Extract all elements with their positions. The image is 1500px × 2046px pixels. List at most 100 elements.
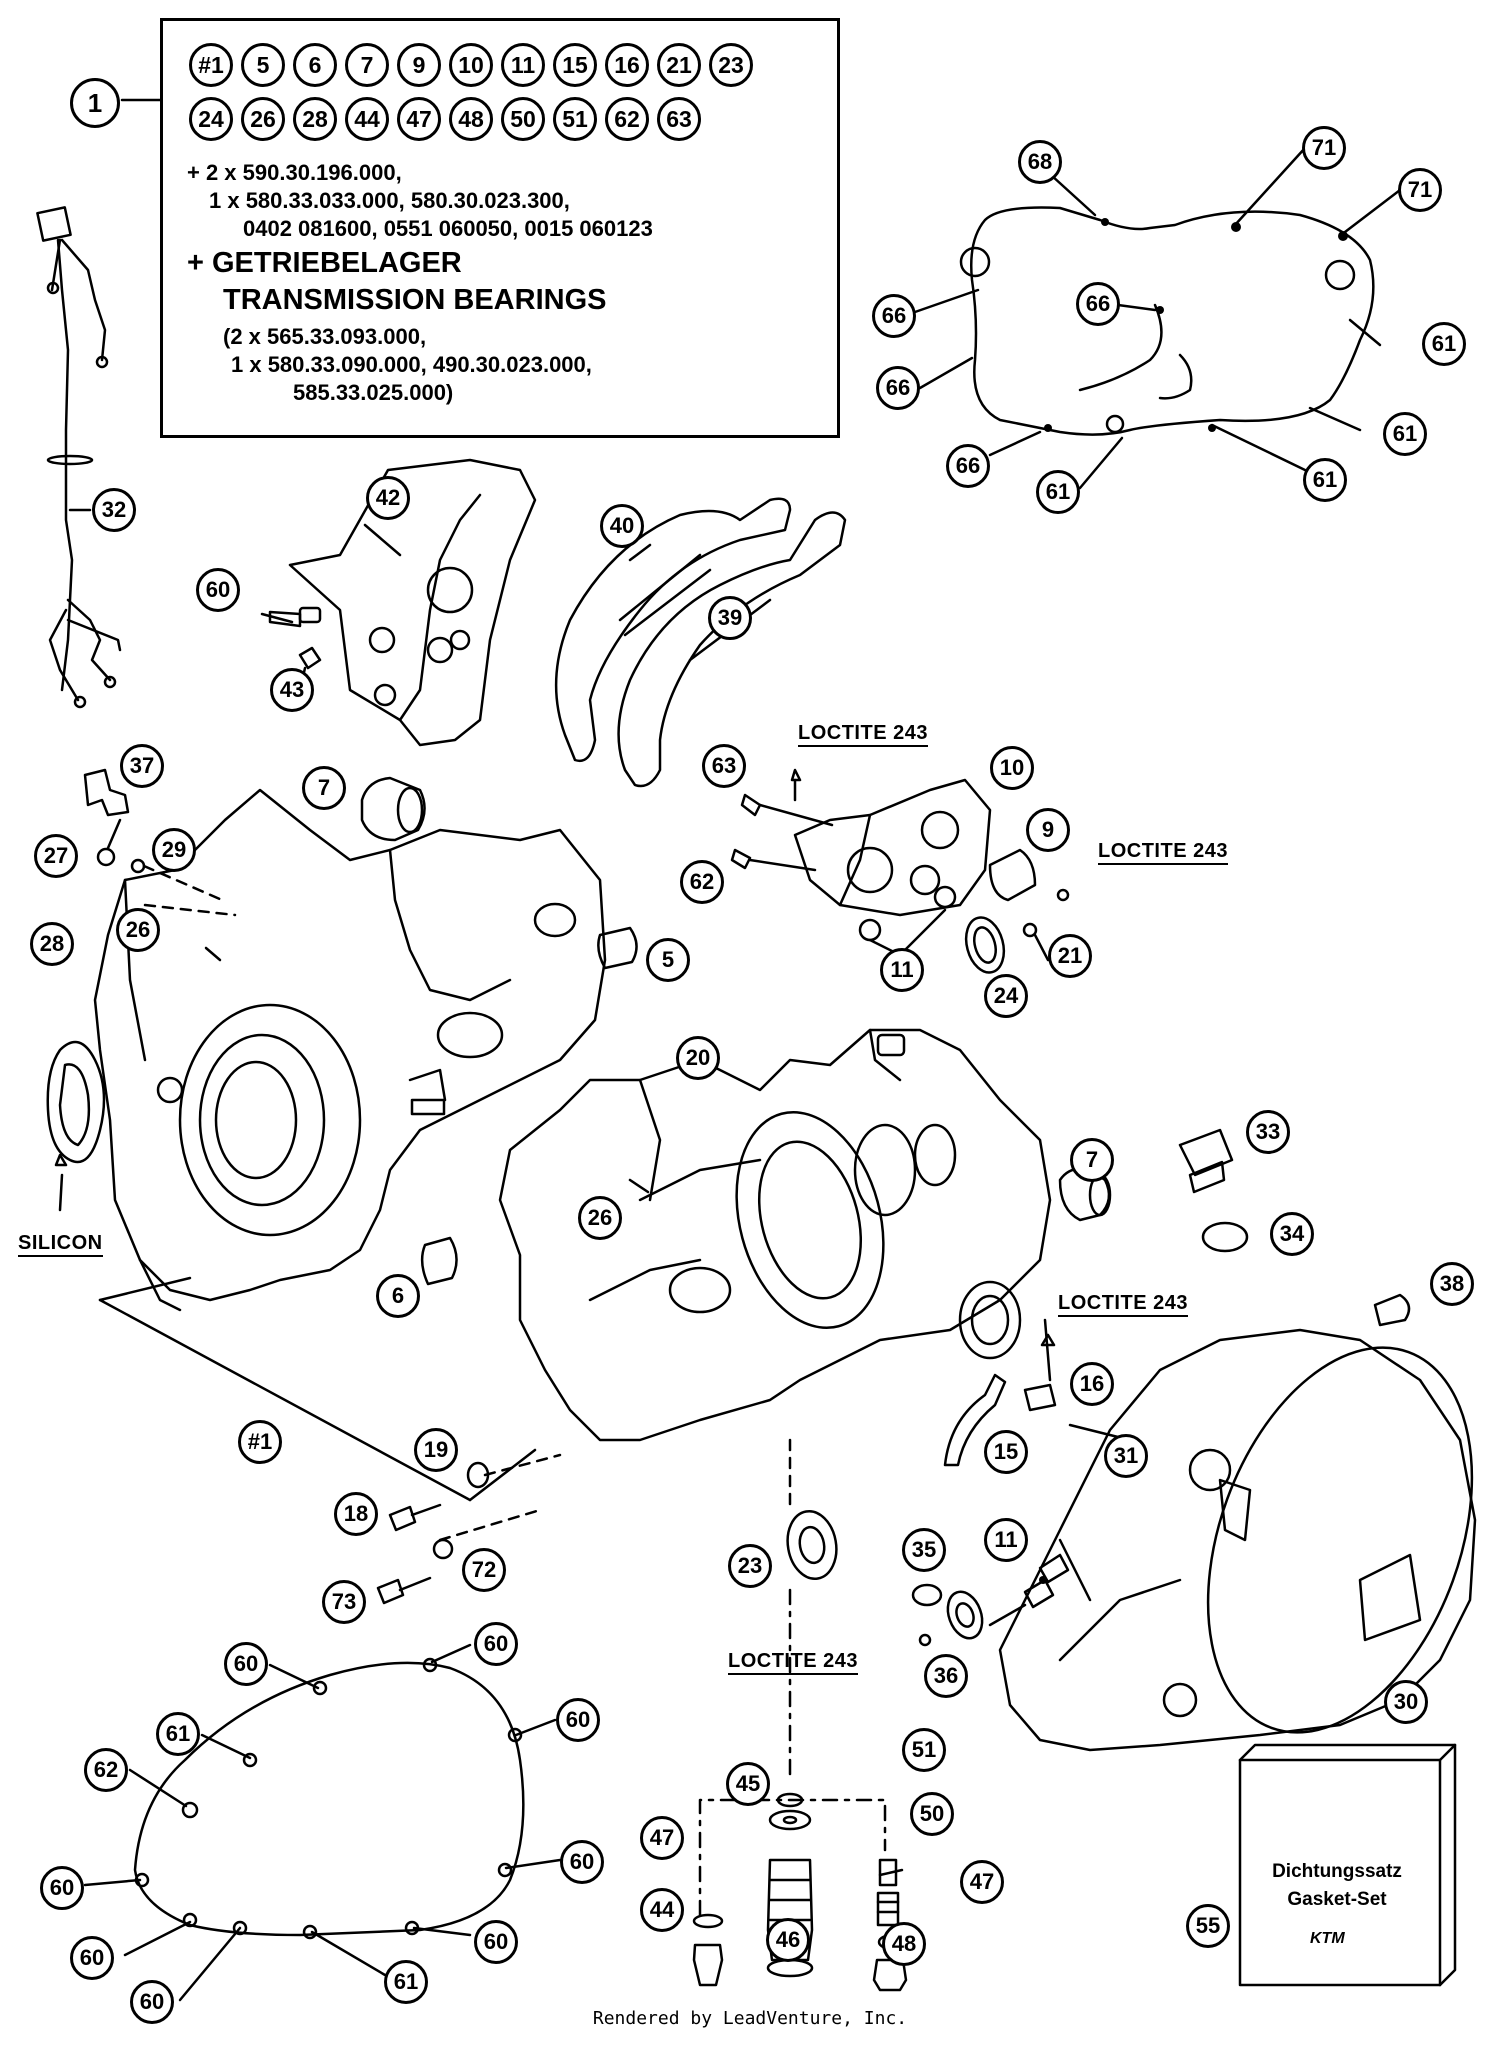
chain-slider-40: [554, 497, 792, 763]
kit-part: 9: [397, 43, 441, 87]
callout-16: 16: [1070, 1362, 1114, 1406]
callout-28: 28: [30, 922, 74, 966]
spring-50: [876, 1891, 900, 1927]
drain-plug-44: [692, 1943, 724, 1987]
kit-description: + 2 x 590.30.196.000, 1 x 580.33.033.000,…: [187, 159, 653, 407]
callout-9: 9: [1026, 808, 1070, 852]
loctite-note: LOCTITE 243: [1098, 840, 1228, 865]
callout-66: 66: [1076, 282, 1120, 326]
callout-20: 20: [676, 1036, 720, 1080]
callout-68: 68: [1018, 140, 1062, 184]
wiring-harness: [36, 206, 122, 709]
clutch-cover-30: [998, 1328, 1477, 1752]
callout-35: 35: [902, 1528, 946, 1572]
callout-71: 71: [1398, 168, 1442, 212]
callout-60: 60: [130, 1980, 174, 2024]
callout-61: 61: [1036, 470, 1080, 514]
kit-line: 1 x 580.33.033.000, 580.30.023.300,: [209, 188, 570, 213]
chain-guard-42: [288, 458, 537, 747]
kit-part: 26: [241, 97, 285, 141]
callout-61: 61: [1383, 412, 1427, 456]
kit-row-1: #1 5 6 7 9 10 11 15 16 21 23: [189, 43, 829, 87]
callout-29: 29: [152, 828, 196, 872]
callout-1-hash: #1: [238, 1420, 282, 1464]
left-crankcase-half: [93, 788, 607, 1312]
callout-45: 45: [726, 1762, 770, 1806]
kit-part: 63: [657, 97, 701, 141]
callout-73: 73: [322, 1580, 366, 1624]
callout-6: 6: [376, 1274, 420, 1318]
callout-5: 5: [646, 938, 690, 982]
kit-part: 24: [189, 97, 233, 141]
kit-line: (2 x 565.33.093.000,: [223, 324, 427, 349]
gasket-set-label: Dichtungssatz Gasket-Set: [1248, 1858, 1426, 1914]
footer-credit: Rendered by LeadVenture, Inc.: [592, 2008, 908, 2029]
callout-62: 62: [84, 1748, 128, 1792]
callout-40: 40: [600, 504, 644, 548]
callout-11: 11: [984, 1518, 1028, 1562]
bushing-6: [420, 1236, 458, 1286]
callout-1: 1: [70, 78, 120, 128]
kit-part: 5: [241, 43, 285, 87]
callout-60: 60: [224, 1642, 268, 1686]
callout-27: 27: [34, 834, 78, 878]
callout-43: 43: [270, 668, 314, 712]
kit-line: 585.33.025.000): [293, 380, 454, 405]
callout-19: 19: [414, 1428, 458, 1472]
screw-plug-33: [1178, 1128, 1234, 1177]
shaft-seal-23: [786, 1510, 838, 1580]
repair-kit-box: #1 5 6 7 9 10 11 15 16 21 23 24 26 28 44…: [160, 18, 840, 438]
callout-37: 37: [120, 744, 164, 788]
callout-47: 47: [960, 1860, 1004, 1904]
clutch-cover-gasket: [959, 206, 1375, 436]
callout-24: 24: [984, 974, 1028, 1018]
callout-55: 55: [1186, 1904, 1230, 1948]
callout-39: 39: [708, 596, 752, 640]
kit-line: + 2 x 590.30.196.000,: [187, 160, 402, 185]
kit-part: 6: [293, 43, 337, 87]
loctite-note: LOCTITE 243: [1058, 1292, 1188, 1317]
callout-48: 48: [882, 1922, 926, 1966]
gasket-set-line: Dichtungssatz: [1272, 1861, 1402, 1882]
callout-61: 61: [1422, 322, 1466, 366]
kit-row-2: 24 26 28 44 47 48 50 51 62 63: [189, 97, 829, 141]
oil-line-15: [943, 1373, 1007, 1467]
callout-61: 61: [1303, 458, 1347, 502]
ktm-logo: KTM: [1310, 1930, 1345, 1947]
kit-part: 44: [345, 97, 389, 141]
bushing-7a: [360, 776, 426, 842]
callout-33: 33: [1246, 1110, 1290, 1154]
callout-66: 66: [876, 366, 920, 410]
kit-part: 11: [501, 43, 545, 87]
seal-36: [946, 1590, 984, 1640]
kit-part: #1: [189, 43, 233, 87]
callout-62: 62: [680, 860, 724, 904]
callout-23: 23: [728, 1544, 772, 1588]
kit-part: 50: [501, 97, 545, 141]
kit-line: + GETRIEBELAGER: [187, 247, 462, 279]
gasket-set-box: [1238, 1743, 1457, 1987]
callout-7: 7: [1070, 1138, 1114, 1182]
spring-51: [878, 1858, 898, 1887]
kit-part: 16: [605, 43, 649, 87]
oil-pressure-switch-37: [83, 768, 130, 817]
callout-60: 60: [196, 568, 240, 612]
kit-part: 51: [553, 97, 597, 141]
bushing-5: [597, 926, 638, 970]
callout-60: 60: [474, 1920, 518, 1964]
kit-line: TRANSMISSION BEARINGS: [223, 284, 607, 316]
shaft-seal-28: [46, 1040, 106, 1164]
kit-part: 47: [397, 97, 441, 141]
callout-44: 44: [640, 1888, 684, 1932]
callout-60: 60: [70, 1936, 114, 1980]
callout-34: 34: [1270, 1212, 1314, 1256]
ignition-cover-gasket: [133, 1657, 525, 1940]
callout-47: 47: [640, 1816, 684, 1860]
kit-part: 15: [553, 43, 597, 87]
callout-42: 42: [366, 476, 410, 520]
kit-line: 1 x 580.33.090.000, 490.30.023.000,: [231, 352, 592, 377]
callout-60: 60: [40, 1866, 84, 1910]
kit-part: 28: [293, 97, 337, 141]
kit-line: 0402 081600, 0551 060050, 0015 060123: [243, 216, 653, 241]
